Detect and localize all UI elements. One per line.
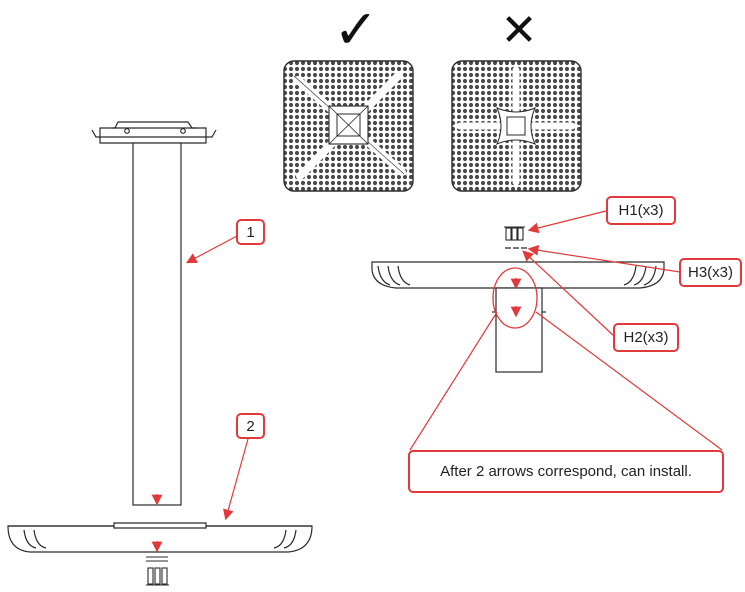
cross-icon: ✕ xyxy=(500,5,538,56)
screws-right xyxy=(504,226,525,241)
base-plate-left xyxy=(7,522,313,553)
h3-label: H3(x3) xyxy=(679,258,742,287)
incorrect-base-view xyxy=(451,60,582,192)
alignment-highlight xyxy=(492,267,538,329)
screws-left xyxy=(146,556,169,586)
base-side-view xyxy=(371,261,665,373)
note-pointer-left xyxy=(409,311,498,451)
callout-1-label: 1 xyxy=(236,219,265,245)
h1-arrow xyxy=(527,210,607,234)
h3-arrow xyxy=(527,244,681,273)
note-pointer-right xyxy=(535,311,723,451)
h2-arrow xyxy=(522,250,615,337)
callout-1-arrow xyxy=(185,235,238,264)
h1-label: H1(x3) xyxy=(606,196,676,225)
h2-label: H2(x3) xyxy=(613,323,679,352)
stand-column xyxy=(91,121,217,506)
correct-base-view xyxy=(283,60,414,192)
callout-2-arrow xyxy=(223,438,249,521)
installation-note: After 2 arrows correspond, can install. xyxy=(408,450,724,493)
check-icon: ✓ xyxy=(333,0,379,61)
callout-2-label: 2 xyxy=(236,413,265,439)
